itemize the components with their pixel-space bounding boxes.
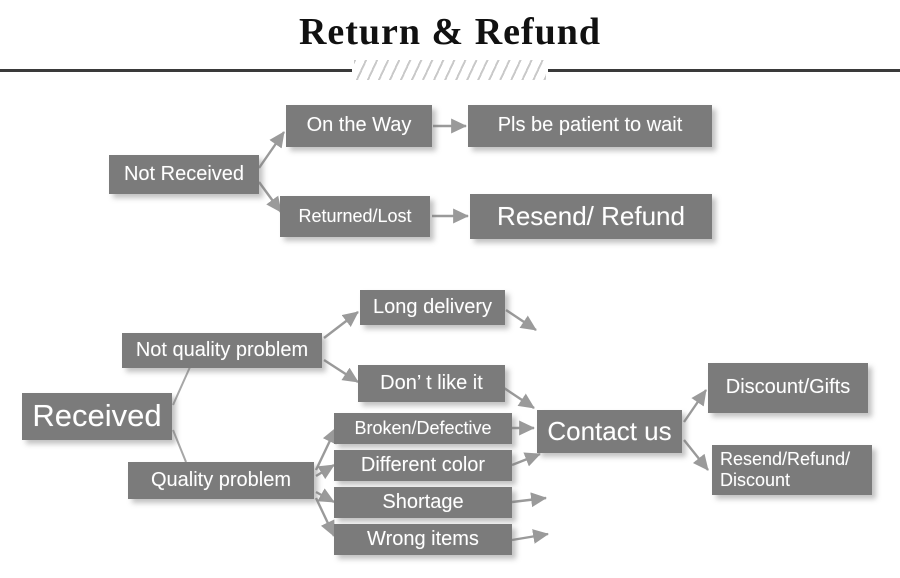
node-not-received[interactable]: Not Received	[109, 155, 259, 194]
node-long-delivery[interactable]: Long delivery	[360, 290, 505, 325]
arrow-shortage-contact	[511, 492, 547, 508]
arrow-dontlike-contact	[503, 387, 535, 409]
arrow-wrongitems-contact	[511, 529, 549, 544]
node-wrong-items[interactable]: Wrong items	[334, 524, 512, 555]
node-resend-refund[interactable]: Resend/ Refund	[470, 194, 712, 239]
arrow-quality-broken	[314, 427, 338, 471]
arrow-notreceived-ontheway	[258, 131, 285, 169]
arrow-differentcolor-contact	[511, 452, 541, 467]
arrow-quality-differentcolor	[315, 463, 335, 480]
arrow-quality-shortage	[315, 488, 335, 504]
node-pls-be-patient-to-wait[interactable]: Pls be patient to wait	[468, 105, 712, 147]
arrow-contact-discountgifts	[683, 389, 707, 423]
node-not-quality-problem[interactable]: Not quality problem	[122, 333, 322, 368]
node-resend-refund-discount[interactable]: Resend/Refund/ Discount	[712, 445, 872, 495]
node-discount-gifts[interactable]: Discount/Gifts	[708, 363, 868, 413]
node-quality-problem[interactable]: Quality problem	[128, 462, 314, 499]
node-returned-lost[interactable]: Returned/Lost	[280, 196, 430, 237]
node-shortage[interactable]: Shortage	[334, 487, 512, 518]
arrow-quality-wrongitems	[314, 497, 336, 537]
arrow-notquality-dontlike	[323, 358, 359, 384]
hatch-ornament-icon	[354, 60, 546, 80]
arrow-longdelivery-contact	[505, 309, 537, 331]
divider-line-left	[0, 69, 352, 72]
node-contact-us[interactable]: Contact us	[537, 410, 682, 453]
arrow-contact-resendrefunddiscount	[683, 439, 709, 471]
node-received[interactable]: Received	[22, 393, 172, 440]
arrow-notquality-longdelivery	[323, 311, 359, 339]
line-received-notquality	[172, 366, 191, 406]
node-on-the-way[interactable]: On the Way	[286, 105, 432, 147]
divider-line-right	[548, 69, 900, 72]
node-different-color[interactable]: Different color	[334, 450, 512, 481]
node-broken-defective[interactable]: Broken/Defective	[334, 413, 512, 444]
arrow-notreceived-returnedlost	[258, 181, 282, 213]
line-received-quality	[172, 429, 187, 463]
page-title: Return & Refund	[298, 11, 602, 53]
node-dont-like-it[interactable]: Don’ t like it	[358, 365, 505, 402]
